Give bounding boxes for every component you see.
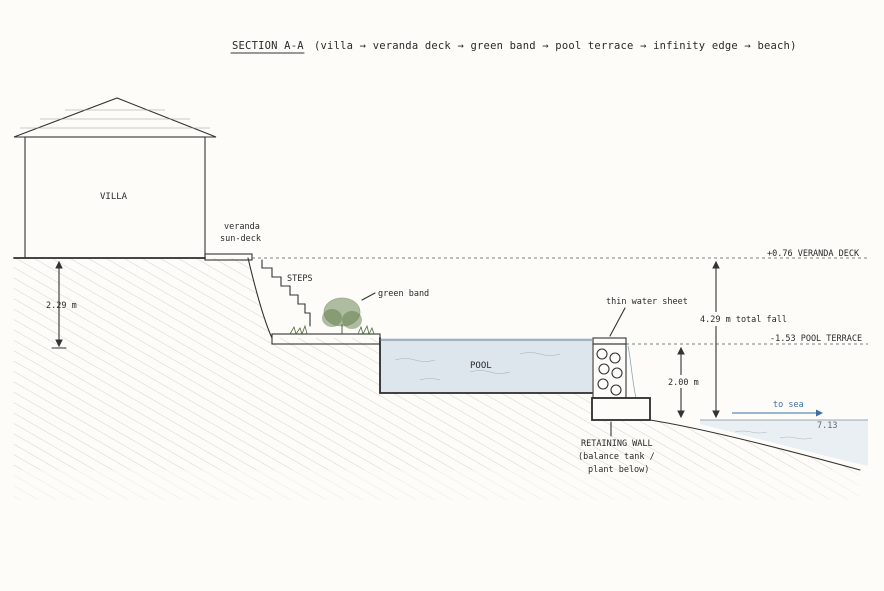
sea-ripples <box>734 430 813 440</box>
green-band-shrub <box>289 297 375 336</box>
green-band-leader <box>361 292 376 301</box>
pool-water <box>380 338 592 393</box>
veranda-label-1: veranda <box>224 222 260 232</box>
pool-basin <box>379 337 593 394</box>
steps-label: STEPS <box>287 274 313 284</box>
ground-mass <box>14 258 860 500</box>
section-sequence: (villa → veranda deck → green band → poo… <box>314 40 797 52</box>
retaining-wall <box>591 397 651 421</box>
to-sea-label: to sea <box>773 400 804 410</box>
embankment-line <box>247 257 273 339</box>
veranda-deck <box>204 253 253 261</box>
pool-label: POOL <box>470 361 492 371</box>
infinity-edge-wall <box>592 337 637 399</box>
villa-walls <box>24 136 206 259</box>
section-title: SECTION A-A <box>232 40 304 52</box>
villa: VILLA <box>13 97 217 259</box>
retaining-wall-label-1: RETAINING WALL <box>581 439 653 449</box>
ground-fade <box>14 470 860 500</box>
retaining-wall-label-2: (balance tank / <box>578 452 655 462</box>
pool-ripples <box>394 352 561 381</box>
veranda-deck-level: +0.76 VERANDA DECK <box>767 249 860 259</box>
villa-drop-label: 2.29 m <box>46 301 77 311</box>
wall-height-label: 2.00 m <box>668 378 699 388</box>
sea-level-label: 7.13 <box>817 421 837 431</box>
veranda-label-2: sun-deck <box>220 234 261 244</box>
pool-terrace-level: -1.53 POOL TERRACE <box>770 334 862 344</box>
water-sheet-leader <box>609 307 626 337</box>
sea-water <box>700 420 868 466</box>
villa-roof <box>13 97 217 138</box>
total-fall-label: 4.29 m total fall <box>700 315 787 325</box>
total-fall-label-bg <box>698 312 798 326</box>
villa-label: VILLA <box>100 192 128 202</box>
beach-slope <box>649 419 861 471</box>
steps <box>261 259 311 327</box>
retaining-wall-label-3: plant below) <box>588 465 649 475</box>
green-band-label: green band <box>378 289 429 299</box>
thin-water-sheet-label: thin water sheet <box>606 297 688 307</box>
wall-height-label-bg <box>666 375 706 388</box>
